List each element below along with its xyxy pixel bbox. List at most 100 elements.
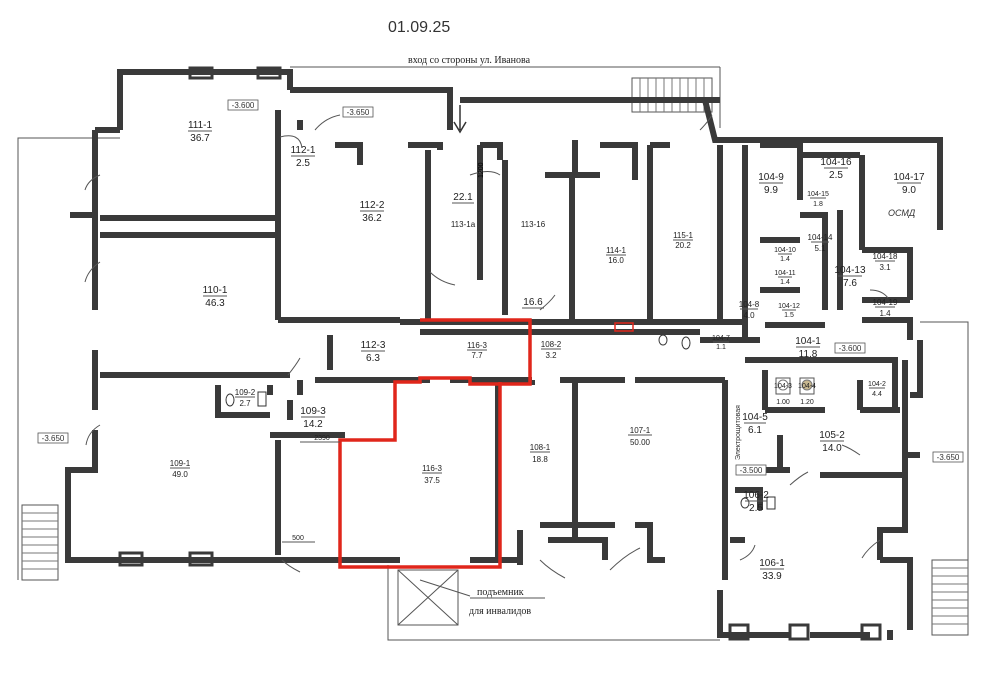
room-area: 4.0 (743, 311, 755, 320)
room-number: 104-17 (893, 172, 925, 183)
room-area: 6.1 (748, 425, 762, 436)
room-number: 113-16 (521, 220, 546, 229)
room-number: 109-2 (235, 388, 256, 397)
level-mark: -3.500 (740, 466, 763, 475)
electrical-room-label: Электрощитовая (735, 405, 742, 460)
stairs-top (631, 77, 713, 113)
room-number: 109-1 (170, 459, 191, 468)
room-number: 116-3 (467, 341, 487, 350)
room-area: 1.4 (879, 309, 891, 318)
level-mark: -3.600 (839, 344, 862, 353)
level-mark: -3.650 (347, 108, 370, 117)
room-number: 111-1 (188, 120, 213, 131)
entrance-note: вход со стороны ул. Иванова (408, 55, 531, 66)
room-area: 36.2 (362, 213, 382, 224)
room-area: 2.5 (296, 158, 310, 169)
room-area: 36.7 (190, 133, 210, 144)
ramp-leader (419, 579, 471, 597)
ramp-bottom (397, 569, 459, 626)
room-number: 106-2 (743, 490, 769, 501)
mark-text: 104-4 (798, 383, 816, 390)
room-area: 20.2 (675, 241, 691, 250)
room-area: 6.3 (366, 353, 380, 364)
level-marks: -3.600 -3.650 -3.650 -3.600 -3.650 -3.50… (37, 99, 964, 476)
room-number: 110-1 (203, 285, 228, 296)
ramp-label-line1: подъемник (477, 587, 524, 598)
entrance-arrow-icon (453, 105, 467, 134)
room-area: 2.5 (749, 503, 763, 514)
room-number: 104-18 (873, 252, 898, 261)
room-number: 104-14 (808, 233, 833, 242)
room-number: 116-3 (422, 464, 442, 473)
room-number: 115-1 (673, 231, 693, 240)
stairs-left (21, 504, 59, 581)
level-mark: -3.650 (42, 434, 65, 443)
mark-text: 1.00 (776, 399, 790, 406)
mark-text: 1.20 (800, 399, 814, 406)
highlighted-unit-outline (338, 318, 532, 569)
room-number: 16.6 (523, 297, 543, 308)
level-mark: -3.650 (937, 453, 960, 462)
dimension-label: 1200 (478, 162, 485, 178)
room-area: 9.0 (902, 185, 916, 196)
room-number: 104-15 (807, 191, 829, 198)
fixtures (225, 334, 776, 510)
room-labels: 111-1 36.7 112-1 2.5 112-2 36.2 22.1 113… (170, 120, 925, 582)
room-area: 5.1 (814, 244, 826, 253)
column-marks (118, 66, 882, 641)
room-number: 104-10 (774, 247, 796, 254)
room-number: 109-3 (300, 406, 326, 417)
room-area: 46.3 (205, 298, 225, 309)
room-number: 22.1 (453, 192, 473, 203)
room-number: 104-5 (742, 412, 768, 423)
room-number: 106-1 (759, 558, 785, 569)
room-number: 113-1a (451, 220, 476, 229)
room-number: 104-16 (820, 157, 852, 168)
room-area: 49.0 (172, 470, 188, 479)
outer-line-right (920, 321, 969, 560)
room-area: 3.1 (879, 263, 891, 272)
room-number: 108-2 (541, 340, 562, 349)
small-marks: 1.00 1.20 104-3 104-4 (774, 383, 816, 406)
room-area: 9.9 (764, 185, 778, 196)
room-number: 108-1 (530, 443, 551, 452)
room-area: 1.8 (813, 201, 823, 208)
room-number: 104-19 (873, 298, 898, 307)
room-area: 3.2 (545, 351, 557, 360)
room-area: 4.4 (872, 391, 882, 398)
plan-date: 01.09.25 (388, 19, 450, 36)
room-area: 18.8 (532, 455, 548, 464)
dimension-label: 500 (292, 535, 304, 542)
outer-line-bottom (387, 565, 720, 641)
room-area: 16.0 (608, 256, 624, 265)
room-number: 104-9 (758, 172, 784, 183)
room-number: 114-1 (606, 246, 626, 255)
room-number: 105-2 (819, 430, 845, 441)
room-area: 14.0 (822, 443, 842, 454)
dimensions: 2390 500 1200 (282, 162, 485, 543)
room-number: 104-2 (868, 381, 886, 388)
outer-line-left (17, 137, 120, 580)
room-area: 2.7 (239, 399, 251, 408)
room-area: 37.5 (424, 476, 440, 485)
room-area: 1.4 (780, 279, 790, 286)
room-area: 1.1 (716, 344, 726, 351)
room-area: 7.7 (471, 351, 483, 360)
dimension-label: 2390 (314, 435, 330, 442)
room-number: 112-1 (291, 145, 316, 156)
room-number: 104-11 (774, 270, 795, 277)
room-number: 112-2 (360, 200, 385, 211)
room-number: 104-13 (834, 265, 866, 276)
room-number: 104-1 (795, 336, 821, 347)
room-number: 104-8 (739, 300, 760, 309)
stairs-right (931, 559, 969, 636)
door-swings (84, 114, 889, 579)
walls (65, 69, 943, 640)
room-area: 2.5 (829, 170, 843, 181)
room-area: 14.2 (303, 419, 323, 430)
room-area: 33.9 (762, 571, 782, 582)
room-number: 107-1 (630, 426, 651, 435)
room-area: 1.4 (780, 256, 790, 263)
room-area: 50.00 (630, 438, 651, 447)
